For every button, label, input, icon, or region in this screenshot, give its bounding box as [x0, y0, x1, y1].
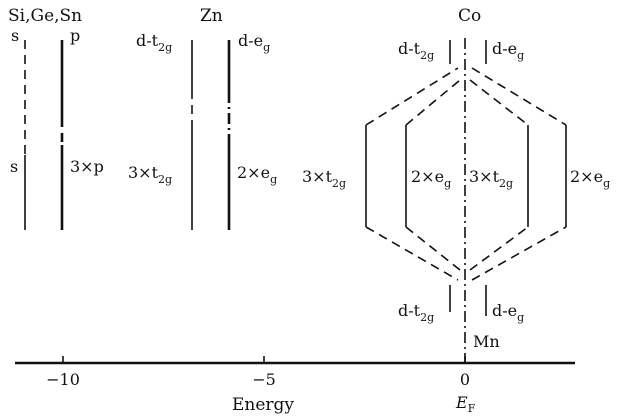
- fermi-energy-label: EF: [455, 393, 476, 415]
- tick-label-minus-10: −10: [46, 370, 80, 389]
- co-eg-label-top: d-eg: [492, 39, 524, 62]
- header-co: Co: [458, 6, 481, 26]
- co-t2g-label-top: d-t2g: [398, 39, 434, 62]
- co-t2g-label-bottom: d-t2g: [398, 301, 434, 324]
- co-outer-hex-lower-right: [471, 226, 567, 281]
- co-eg-multiplicity-right: 2×eg: [570, 167, 610, 190]
- co-t2g-multiplicity-left: 3×t2g: [302, 167, 346, 190]
- zn-t2g-multiplicity-label: 3×t2g: [128, 163, 172, 186]
- co-inner-hex-lower-right: [469, 226, 529, 271]
- co-outer-hex-lower-left: [365, 226, 459, 281]
- s-label-mid: s: [10, 157, 18, 176]
- s-label-top: s: [11, 26, 19, 45]
- tick-label-0: 0: [460, 370, 470, 389]
- energy-axis-label: Energy: [232, 395, 294, 415]
- co-inner-hex-upper-left: [405, 79, 461, 126]
- co-eg-label-bottom: d-eg: [492, 301, 524, 324]
- co-inner-hex-upper-right: [469, 79, 529, 126]
- zn-eg-label-top: d-eg: [238, 31, 270, 54]
- zn-eg-multiplicity-label: 2×eg: [237, 163, 277, 186]
- mn-label: Mn: [473, 332, 500, 351]
- header-zn: Zn: [200, 6, 223, 26]
- co-t2g-multiplicity-inner: 3×t2g: [469, 167, 513, 190]
- co-outer-hex-upper-left: [365, 67, 459, 126]
- p-multiplicity-label: 3×p: [70, 157, 104, 176]
- co-eg-multiplicity-inner: 2×eg: [411, 167, 451, 190]
- co-inner-hex-lower-left: [405, 226, 461, 271]
- p-label-top: p: [70, 26, 80, 45]
- zn-t2g-label-top: d-t2g: [136, 31, 172, 54]
- tick-label-minus-5: −5: [252, 370, 276, 389]
- header-si-ge-sn: Si,Ge,Sn: [8, 6, 82, 26]
- co-outer-hex-upper-right: [471, 67, 567, 126]
